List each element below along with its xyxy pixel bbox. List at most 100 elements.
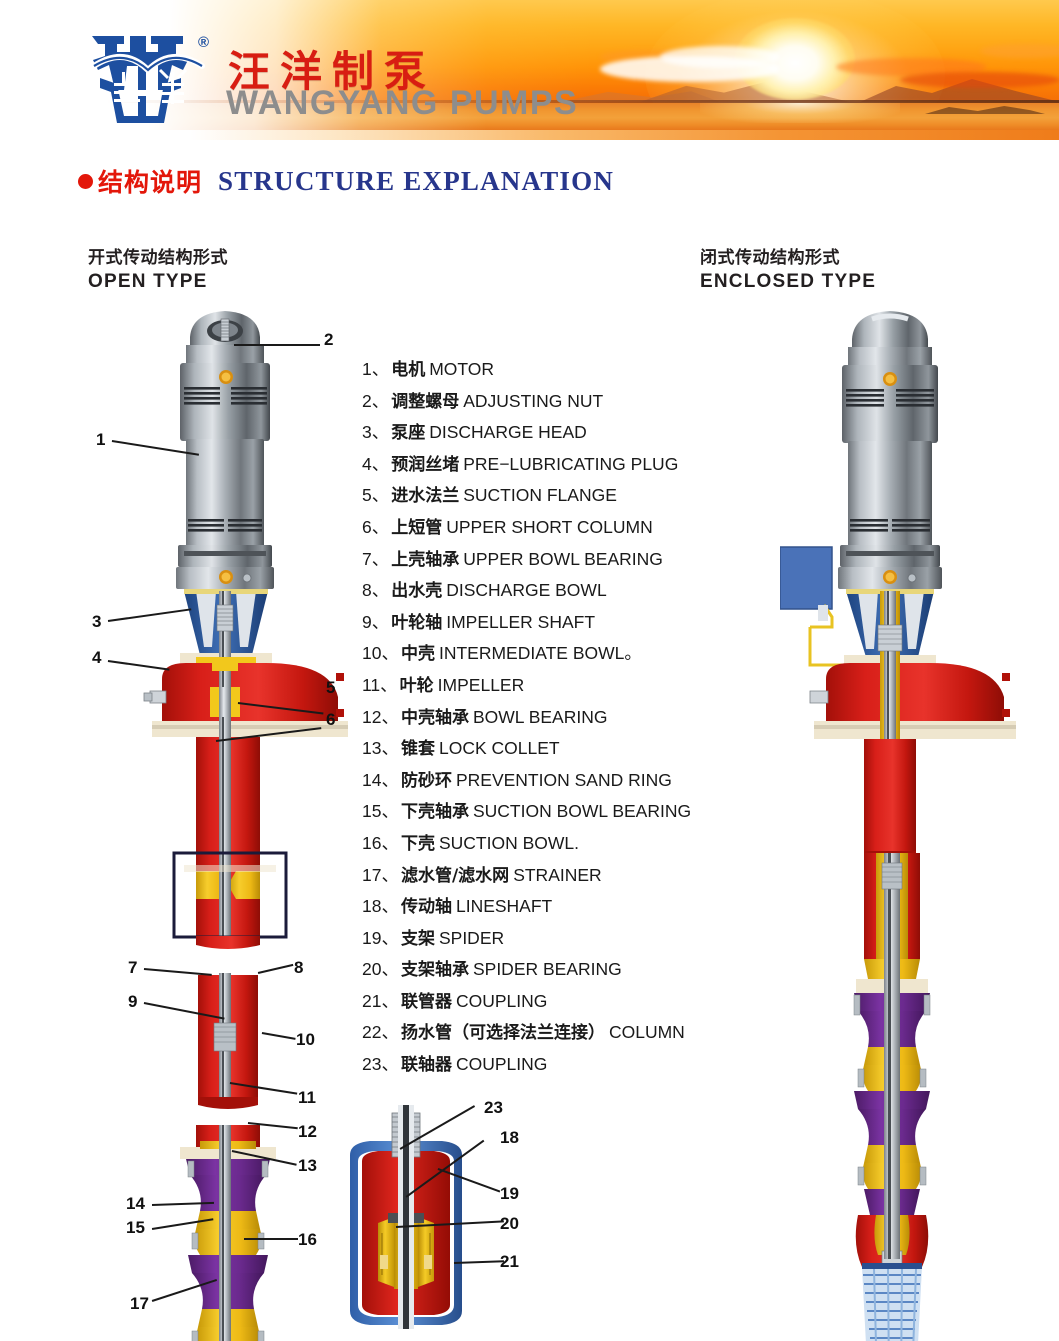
legend-item-label-cn: 叶轮轴 (391, 612, 443, 633)
callout-6: 6 (326, 710, 336, 729)
legend-item-label-cn: 叶轮 (399, 675, 434, 696)
legend-item-label-cn: 调整螺母 (391, 391, 460, 412)
legend-item-label-en: MOTOR (429, 359, 495, 379)
section-title-cn: 结构说明 (98, 168, 203, 197)
legend-item-number: 9、 (362, 611, 390, 632)
legend-item-number: 18、 (362, 896, 399, 917)
legend-item: 22、扬水管（可选择法兰连接）COLUMN (362, 1018, 762, 1050)
legend-item-number: 10、 (362, 643, 399, 664)
leader-line (453, 1260, 504, 1264)
legend-item-label-en: INTERMEDIATE BOWL。 (438, 643, 642, 664)
callout-16: 16 (298, 1230, 317, 1249)
callout-10: 10 (296, 1030, 315, 1049)
callout-4: 4 (92, 648, 102, 667)
enclosed-type-pump-diagram (780, 305, 1040, 1341)
leader-line (244, 1238, 298, 1240)
legend-item-label-cn: 传动轴 (400, 897, 452, 918)
legend-item-label-en: DISCHARGE BOWL (446, 580, 607, 601)
bullet-dot-icon (78, 173, 93, 189)
legend-item-label-en: SUCTION BOWL BEARING (472, 801, 692, 822)
legend-item-label-en: BOWL BEARING (472, 706, 608, 727)
legend-item-label-en: SPIDER (438, 927, 505, 948)
legend-item-label-en: COUPLING (455, 1054, 548, 1075)
legend-item-label-cn: 中壳轴承 (400, 707, 469, 728)
callout-13: 13 (298, 1156, 317, 1175)
legend-item-label-en: UPPER SHORT COLUMN (446, 516, 653, 537)
legend-item-number: 19、 (362, 927, 399, 948)
open-type-pump-diagram (100, 305, 350, 1341)
legend-item-number: 20、 (362, 959, 399, 980)
open-type-heading: 开式传动结构形式 OPEN TYPE (88, 243, 228, 293)
legend-item-label-en: PRE−LUBRICATING PLUG (463, 453, 679, 474)
legend-item-number: 12、 (362, 706, 399, 727)
callout-17: 17 (130, 1294, 149, 1313)
callout-20: 20 (500, 1214, 519, 1233)
brand-name-en: WANGYANG PUMPS (226, 84, 579, 122)
legend-item-label-en: DISCHARGE HEAD (429, 422, 587, 443)
legend-item-label-cn: 中壳 (400, 644, 435, 665)
legend-item-number: 22、 (362, 1022, 399, 1043)
cloud (660, 46, 780, 68)
legend-item-label-cn: 锥套 (400, 739, 435, 760)
legend-item-number: 1、 (362, 359, 390, 379)
legend-item-label-en: ADJUSTING NUT (463, 390, 604, 411)
callout-8: 8 (294, 958, 304, 977)
legend-item-label-en: PREVENTION SAND RING (455, 769, 672, 790)
legend-item-number: 21、 (362, 990, 399, 1011)
legend-item-label-cn: 滤水管/滤水网 (400, 865, 510, 886)
open-type-heading-en: OPEN TYPE (88, 271, 208, 292)
callout-12: 12 (298, 1122, 317, 1141)
callout-14: 14 (126, 1194, 145, 1213)
legend-item-label-en: IMPELLER SHAFT (446, 611, 596, 632)
legend-item-number: 23、 (362, 1054, 399, 1075)
legend-item-label-cn: 支架轴承 (400, 960, 469, 981)
legend-item-label-cn: 预润丝堵 (391, 454, 460, 475)
cloud (836, 58, 986, 76)
horizon-line (0, 100, 1059, 103)
legend-item-number: 17、 (362, 864, 399, 885)
legend-item-number: 5、 (362, 485, 390, 506)
callout-7: 7 (128, 958, 138, 977)
legend-item-label-en: SUCTION FLANGE (463, 485, 617, 506)
enclosed-type-heading: 闭式传动结构形式 ENCLOSED TYPE (700, 243, 876, 293)
registered-trademark-icon: ® (198, 34, 210, 51)
legend-item-label-en: SUCTION BOWL. (438, 832, 579, 853)
cloud (900, 72, 1059, 88)
callout-19: 19 (500, 1184, 519, 1203)
enclosed-type-heading-en: ENCLOSED TYPE (700, 271, 877, 292)
callout-3: 3 (92, 612, 102, 631)
callout-23: 23 (484, 1098, 503, 1117)
legend-item-label-cn: 进水法兰 (391, 486, 460, 507)
legend-item-number: 4、 (362, 453, 390, 474)
callout-15: 15 (126, 1218, 145, 1237)
legend-item-label-cn: 下壳 (400, 833, 435, 854)
legend-item-number: 3、 (362, 422, 390, 443)
legend-item-number: 7、 (362, 548, 390, 569)
legend-item-label-cn: 电机 (391, 360, 426, 380)
enclosed-type-heading-cn: 闭式传动结构形式 (700, 248, 840, 268)
legend-item-label-cn: 联轴器 (400, 1055, 452, 1076)
legend-item-label-cn: 联管器 (400, 991, 452, 1012)
legend-item-label-cn: 下壳轴承 (400, 802, 469, 823)
legend-item-label-cn: 泵座 (391, 423, 426, 444)
legend-item-label-en: UPPER BOWL BEARING (463, 548, 663, 569)
cloud (980, 44, 1059, 58)
section-title-en: STRUCTURE EXPLANATION (218, 165, 615, 196)
